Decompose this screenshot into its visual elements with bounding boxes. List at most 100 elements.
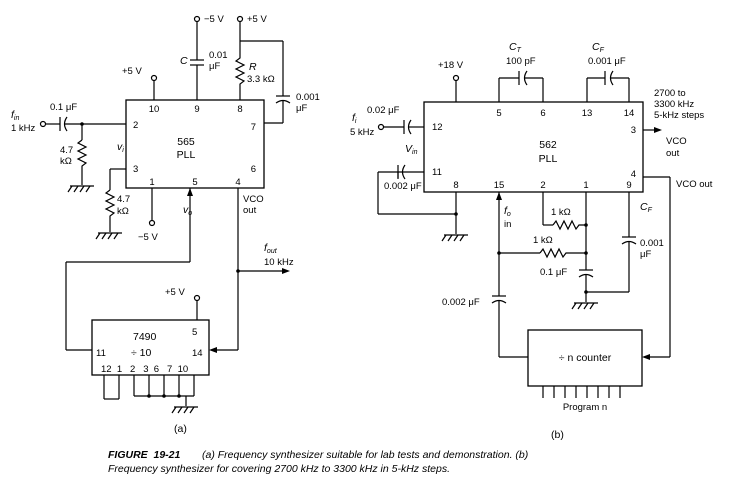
ground-counter bbox=[171, 406, 198, 414]
ground-left bbox=[67, 185, 94, 193]
label-range-line2: 3300 kHz bbox=[654, 99, 694, 110]
label-res-bottom-value: 4.7 bbox=[117, 194, 130, 205]
label-input-cap: 0.1 μF bbox=[50, 102, 77, 113]
ground-b-mid bbox=[571, 302, 598, 310]
pin-562-3: 3 bbox=[631, 125, 636, 136]
label-cap-left-b: 0.002 μF bbox=[384, 181, 422, 192]
label-input-cap-b: 0.02 μF bbox=[367, 105, 400, 116]
label-ct-value: 100 pF bbox=[506, 56, 536, 67]
resistor-bottom bbox=[104, 189, 116, 232]
label-vco-a: VCO bbox=[243, 194, 264, 205]
label-res-r-value: 3.3 kΩ bbox=[247, 74, 275, 85]
terminal-counter-pos5v bbox=[193, 294, 201, 302]
label-neg5v-bottom: −5 V bbox=[138, 232, 158, 243]
label-vo: vo bbox=[183, 204, 192, 217]
label-cap-c: C bbox=[180, 55, 188, 67]
caption-line1: (a) Frequency synthesizer suitable for l… bbox=[202, 449, 528, 461]
pin-562-5: 5 bbox=[496, 108, 501, 119]
pin-562-2: 2 bbox=[540, 180, 545, 191]
pin-562-8: 8 bbox=[453, 180, 458, 191]
label-vco-out-pin4: VCO out bbox=[676, 179, 713, 190]
label-cf-top-value: 0.001 μF bbox=[588, 56, 626, 67]
pin-562-15: 15 bbox=[494, 180, 505, 191]
label-b: (b) bbox=[551, 429, 564, 441]
chip-565-pll bbox=[125, 99, 265, 189]
ground-bottom bbox=[95, 232, 122, 240]
label-fout: fout bbox=[264, 242, 278, 255]
label-cap-c-unit: μF bbox=[209, 61, 220, 72]
pin-565-5: 5 bbox=[192, 177, 197, 188]
resistor-1k-top bbox=[552, 219, 586, 231]
label-fin-freq: 1 kHz bbox=[11, 123, 36, 134]
chip-7490-counter bbox=[91, 319, 210, 376]
label-cap-feedback: 0.002 μF bbox=[442, 297, 480, 308]
label-res-1k-top: 1 kΩ bbox=[551, 207, 571, 218]
terminal-pos5v-left bbox=[150, 74, 158, 82]
label-cf-right: CF bbox=[640, 201, 653, 214]
label-a: (a) bbox=[174, 423, 187, 435]
ground-b-left bbox=[441, 234, 468, 242]
pin-562-1: 1 bbox=[583, 180, 588, 191]
resistor-r bbox=[234, 55, 246, 100]
counter-pin-14: 14 bbox=[192, 348, 203, 359]
caption-figure-label: FIGURE 19-21 bbox=[108, 449, 181, 461]
label-cf-right-unit: μF bbox=[640, 249, 651, 260]
pin-562-9: 9 bbox=[626, 180, 631, 191]
pin-565-10: 10 bbox=[149, 104, 160, 115]
pin-565-6: 6 bbox=[251, 164, 256, 175]
label-vin: Vin bbox=[405, 143, 418, 156]
chip-565-type: PLL bbox=[177, 149, 196, 161]
label-ct: CT bbox=[509, 41, 522, 54]
circuit-a: 565 PLL 10 9 8 2 7 3 6 1 5 4 −5 V +5 V C… bbox=[11, 14, 320, 435]
label-cf-right-value: 0.001 bbox=[640, 238, 664, 249]
terminal-fin bbox=[39, 120, 47, 128]
label-pos18v: +18 V bbox=[438, 60, 464, 71]
counter-pin-11: 11 bbox=[96, 348, 106, 359]
counter-7490-divide: ÷ 10 bbox=[131, 347, 152, 359]
chip-565-name: 565 bbox=[177, 136, 195, 148]
label-cap-right-value: 0.001 bbox=[296, 92, 320, 103]
counter-7490-name: 7490 bbox=[133, 331, 157, 343]
label-res-r: R bbox=[249, 61, 257, 73]
label-cap-0-1: 0.1 μF bbox=[540, 267, 567, 278]
terminal-pos18v bbox=[452, 74, 460, 82]
pin-562-4: 4 bbox=[631, 169, 636, 180]
pin-565-1: 1 bbox=[149, 177, 154, 188]
label-res-left-unit: kΩ bbox=[60, 156, 72, 167]
pin-565-3: 3 bbox=[133, 164, 138, 175]
caption-line2: Frequency synthesizer for covering 2700 … bbox=[108, 463, 450, 475]
label-range-line3: 5-kHz steps bbox=[654, 110, 704, 121]
pin-562-14: 14 bbox=[624, 108, 635, 119]
label-n-counter: ÷ n counter bbox=[559, 352, 612, 364]
pin-565-9: 9 bbox=[194, 104, 199, 115]
n-counter-box bbox=[527, 329, 643, 387]
label-vi: vi bbox=[117, 141, 124, 154]
label-program-n: Program n bbox=[563, 402, 607, 413]
label-range-line1: 2700 to bbox=[654, 88, 686, 99]
label-pos5v-left: +5 V bbox=[122, 66, 142, 77]
pin-562-13: 13 bbox=[582, 108, 593, 119]
label-cap-right-unit: μF bbox=[296, 103, 307, 114]
label-res-1k-mid: 1 kΩ bbox=[533, 235, 553, 246]
label-cf-top: CF bbox=[592, 41, 605, 54]
label-counter-supply: +5 V bbox=[165, 287, 185, 298]
label-fin: fin bbox=[11, 109, 19, 122]
terminal-neg5v-top bbox=[193, 15, 201, 23]
label-fout-freq: 10 kHz bbox=[264, 257, 294, 268]
pin-565-8: 8 bbox=[237, 104, 242, 115]
counter-bottom-pins: 12 1 2 3 6 7 10 bbox=[101, 364, 188, 375]
pin-562-6: 6 bbox=[540, 108, 545, 119]
label-cap-c-value: 0.01 bbox=[209, 50, 228, 61]
resistor-1k-mid bbox=[539, 247, 586, 259]
resistor-left bbox=[76, 139, 88, 185]
label-fo: fo bbox=[504, 205, 511, 218]
pin-565-4: 4 bbox=[235, 177, 240, 188]
pin-565-7: 7 bbox=[251, 122, 256, 133]
label-vco-a-sub: out bbox=[243, 205, 257, 216]
label-vco-right-sub: out bbox=[666, 148, 680, 159]
terminal-neg5v-bottom bbox=[148, 219, 156, 227]
pin-562-11: 11 bbox=[432, 167, 442, 178]
label-vco-right: VCO bbox=[666, 136, 687, 147]
label-pos5v-top: +5 V bbox=[247, 14, 267, 25]
